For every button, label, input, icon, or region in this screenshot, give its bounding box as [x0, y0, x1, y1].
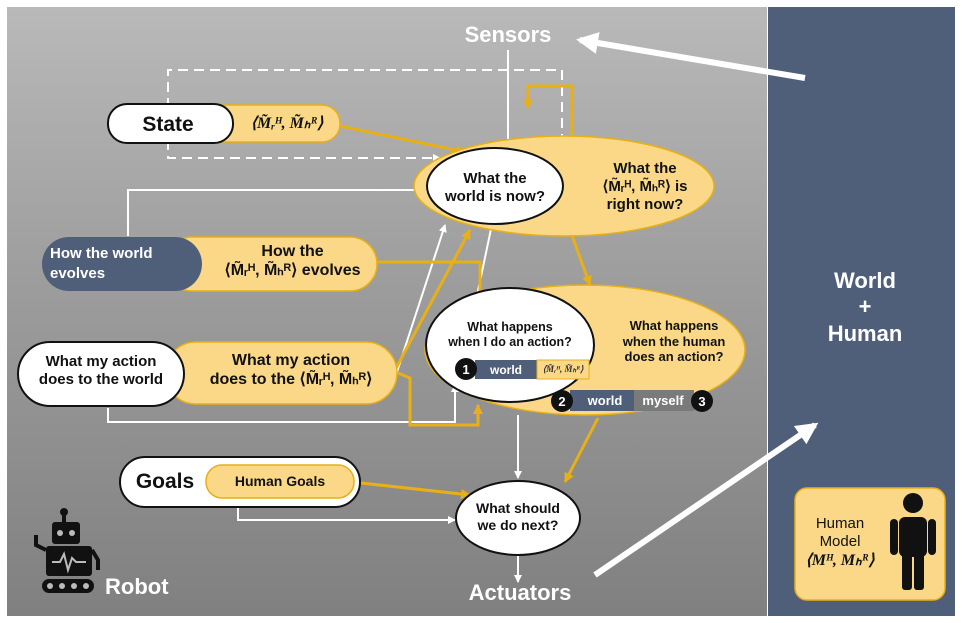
tag-myself: myself [642, 393, 684, 408]
now-label: What the world is now? [432, 170, 558, 206]
human-goals-box [205, 464, 355, 499]
evolves-box [42, 237, 202, 291]
state-model-label: ⟨M̃ᵣᴴ, M̃ₕᴿ⟩ [250, 115, 324, 132]
tag-world: world [490, 362, 522, 377]
tag-world2-bg [570, 390, 634, 411]
now-model-line2: ⟨M̃ᵣᴴ, M̃ₕᴿ⟩ is [602, 178, 688, 195]
evolves-model-line2: ⟨M̃ᵣᴴ, M̃ₕᴿ⟩ evolves [224, 262, 361, 280]
now-label-line1: What the [463, 170, 527, 187]
actuators-label: Actuators [468, 580, 572, 605]
now-model-line3: right now? [606, 196, 684, 213]
tag-model: ⟨M̃ᵣᴴ, M̃ₕᴿ⟩ [542, 364, 584, 374]
action-model-label: What my action does to the ⟨M̃ᵣᴴ, M̃ₕᴿ⟩ [192, 351, 390, 389]
action-to-happens-arrow [107, 384, 459, 423]
now-label-line2: world is now? [445, 188, 545, 205]
step-2-badge: 2 [551, 390, 573, 412]
evolves-model-line1: How the [261, 243, 324, 260]
robot-icon [34, 508, 100, 593]
happens-model-line1: What happens [629, 318, 719, 333]
action-label: What my action does to the world [25, 353, 177, 389]
step-1-badge: 1 [455, 358, 477, 380]
human-figure-icon [890, 493, 936, 590]
human-model-label: Human Model ⟨Mᴴ, Mₕᴿ⟩ [800, 515, 880, 570]
next-label: What should we do next? [463, 500, 573, 534]
gold-loop-arrow [523, 84, 574, 140]
plus-label: + [858, 294, 872, 320]
state-dashed-loop-top [167, 69, 563, 160]
happens-label: What happens when I do an action? [432, 320, 588, 350]
now-ellipse [426, 147, 564, 225]
human-label: Human [827, 320, 903, 346]
happens-model-line2: when the human [622, 333, 726, 349]
state-label: State [142, 113, 194, 136]
action-label-line1: What my action [45, 353, 157, 370]
state-dashed-loop-bottom [167, 140, 441, 162]
goals-to-next-arrow [237, 505, 456, 524]
action-model-line1: What my action [231, 352, 351, 369]
now-model-to-happens-arrow [568, 229, 592, 286]
happens-model-line3: does an action? [624, 349, 724, 365]
world-evolves-arrow [127, 186, 426, 236]
human-goals-arrow [351, 480, 471, 499]
evolves-model-label: How the ⟨M̃ᵣᴴ, M̃ₕᴿ⟩ evolves [210, 242, 375, 280]
next-ellipse [455, 480, 581, 556]
action-model-now-arrow [393, 229, 472, 371]
action-model-line2: does to the ⟨M̃ᵣᴴ, M̃ₕᴿ⟩ [209, 371, 373, 389]
world-human-label: World + Human [790, 268, 940, 347]
state-model-arrow [334, 123, 466, 156]
human-model-line1: Human [815, 515, 865, 532]
evolves-label: How the world evolves [50, 245, 153, 283]
happens-model-to-next-arrow [563, 417, 600, 483]
human-model-line2: Model [819, 533, 861, 550]
sensors-label: Sensors [464, 22, 552, 47]
tag-world2: world [587, 393, 623, 408]
actuators-to-world-arrow [593, 422, 819, 578]
tag-myself-bg [634, 390, 694, 411]
now-model-line1: What the [613, 160, 677, 177]
happens-model-label: What happens when the human does an acti… [604, 318, 744, 365]
world-label: World [834, 268, 896, 293]
robot-label: Robot [105, 574, 169, 599]
action-model-happens-arrow [397, 371, 483, 427]
human-goals-label: Human Goals [234, 473, 326, 489]
now-model-label: What the ⟨M̃ᵣᴴ, M̃ₕᴿ⟩ is right now? [585, 160, 705, 214]
step-3-badge: 3 [691, 390, 713, 412]
world-to-sensors-arrow [576, 32, 806, 81]
tag-model-bg [536, 359, 590, 380]
action-box [17, 341, 185, 407]
state-box [107, 103, 234, 144]
next-line2: we do next? [477, 516, 559, 533]
tag-world-bg [475, 360, 537, 379]
action-label-line2: does to the world [38, 371, 164, 388]
goals-label: Goals [135, 470, 195, 493]
next-line1: What should [476, 500, 560, 516]
happens-label-line2: when I do an action? [448, 335, 572, 349]
human-model-line3: ⟨Mᴴ, Mₕᴿ⟩ [805, 552, 875, 569]
happens-label-line1: What happens [467, 320, 553, 334]
